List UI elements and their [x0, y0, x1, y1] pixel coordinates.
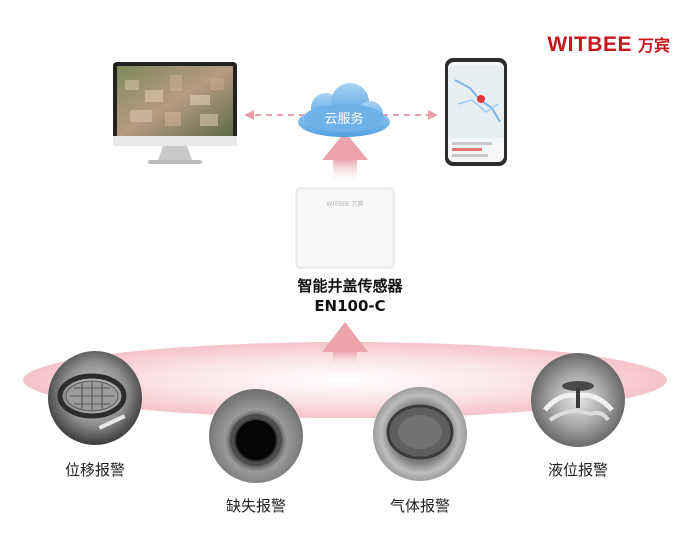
gas-alarm-photo: [373, 387, 467, 481]
alarm-label-displacement: 位移报警: [64, 461, 125, 479]
sensor-name: 智能井盖传感器: [297, 277, 403, 295]
liquid-level-alarm-photo: [531, 353, 625, 447]
missing-alarm-photo: [209, 389, 303, 483]
phone-icon: [445, 58, 507, 166]
alarm-label-gas: 气体报警: [389, 497, 450, 515]
arrow-to-monitor: [244, 110, 305, 120]
brand-logo: WITBEE 万宾: [547, 32, 670, 57]
displacement-alarm-photo: [48, 351, 142, 445]
alarm-label-missing: 缺失报警: [225, 497, 286, 515]
alarm-ring: [23, 342, 667, 418]
monitor-icon: [113, 62, 237, 164]
brand-name-cn: 万宾: [637, 36, 670, 55]
upward-arrow-lower: [322, 322, 368, 368]
sensor-device-label: WITBEE 万宾: [327, 200, 364, 208]
brand-name-en: WITBEE: [547, 33, 632, 56]
alarm-label-liquid-level: 液位报警: [547, 461, 608, 479]
upward-arrow-upper: [322, 132, 368, 184]
cloud-label: 云服务: [324, 111, 363, 127]
sensor-model: EN100-C: [314, 297, 386, 315]
sensor-caption: 智能井盖传感器 EN100-C: [240, 276, 460, 316]
cloud-icon: [298, 83, 390, 137]
arrow-to-phone: [382, 110, 438, 120]
sensor-device-icon: [295, 187, 395, 269]
